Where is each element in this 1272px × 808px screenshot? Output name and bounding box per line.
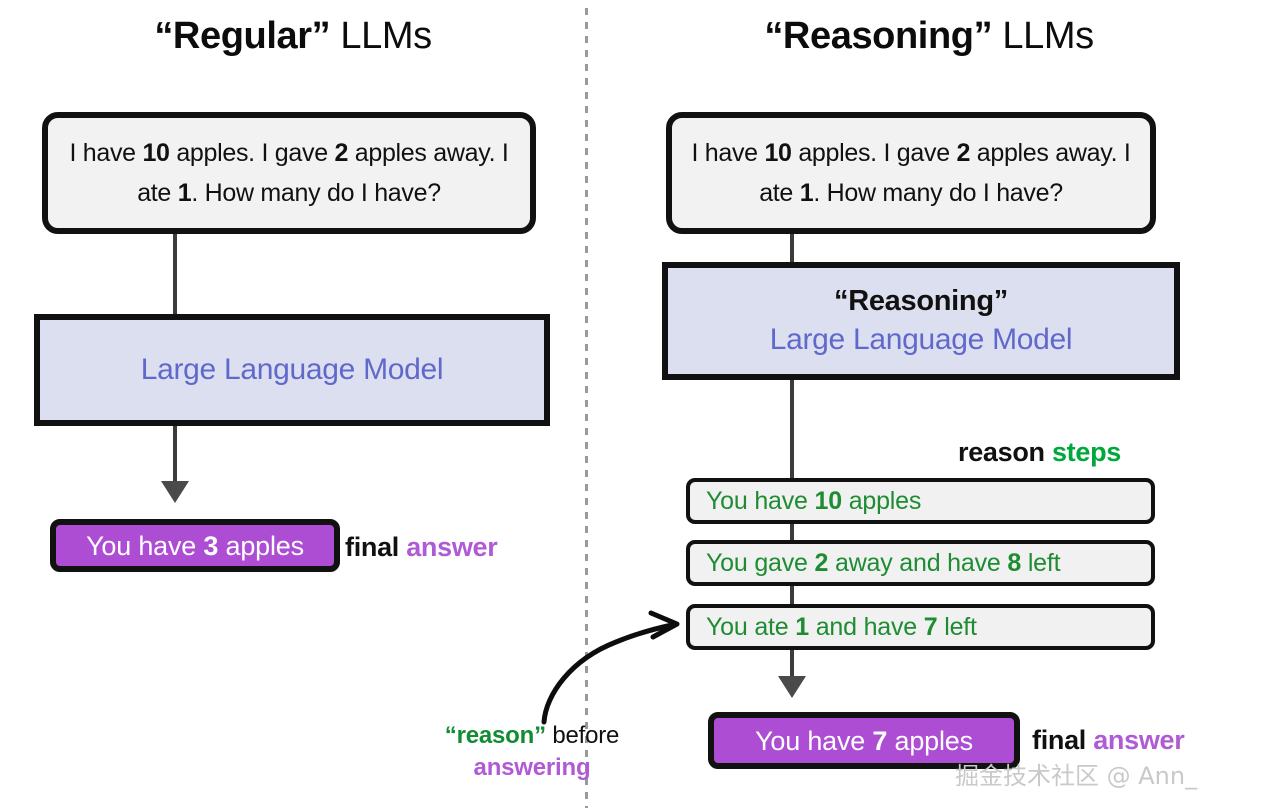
right-answer-box: You have 7 apples	[708, 712, 1020, 769]
left-prompt-text: I have 10 apples. I gave 2 apples away. …	[69, 139, 509, 207]
right-prompt-box: I have 10 apples. I gave 2 apples away. …	[666, 112, 1156, 234]
reasoning-step-2: You gave 2 away and have 8 left	[686, 540, 1155, 586]
reasoning-step-1-text: You have 10 apples	[706, 487, 922, 515]
right-llm-label: Large Language Model	[769, 323, 1073, 356]
right-llm-box: “Reasoning” Large Language Model	[662, 262, 1180, 380]
left-column-title: “Regular” LLMs	[0, 10, 586, 62]
left-title-rest: LLMs	[330, 15, 432, 57]
left-title-quoted: “Regular”	[154, 15, 331, 57]
right-final-word: final	[1032, 725, 1094, 755]
watermark-text: 掘金技术社区 @ Ann_	[955, 762, 1198, 790]
left-prompt-box: I have 10 apples. I gave 2 apples away. …	[42, 112, 536, 234]
left-answer-word: answer	[406, 532, 498, 562]
annotation-before-word: before	[545, 722, 620, 749]
left-llm-label: Large Language Model	[140, 353, 444, 386]
right-prompt-to-llm-line	[790, 234, 794, 264]
right-prompt-text: I have 10 apples. I gave 2 apples away. …	[691, 139, 1131, 207]
steps-word: steps	[1051, 437, 1121, 467]
annotation-reason-word: “reason”	[444, 722, 546, 749]
reason-before-answering-annotation: “reason” before answering	[432, 720, 632, 784]
right-answer-word: answer	[1093, 725, 1185, 755]
left-llm-to-answer-line	[173, 426, 177, 484]
reason-word: reason	[958, 437, 1052, 467]
right-title-rest: LLMs	[992, 15, 1094, 57]
right-title-quoted: “Reasoning”	[764, 15, 993, 57]
left-final-answer-caption: final answer	[345, 531, 498, 563]
reason-steps-caption: reason steps	[958, 436, 1121, 468]
right-answer-text: You have 7 apples	[755, 725, 973, 756]
left-llm-box: Large Language Model	[34, 314, 550, 426]
reasoning-step-3: You ate 1 and have 7 left	[686, 604, 1155, 650]
left-answer-arrow-icon	[161, 481, 189, 503]
left-answer-box: You have 3 apples	[50, 519, 340, 572]
right-final-answer-caption: final answer	[1032, 724, 1185, 756]
right-column-title: “Reasoning” LLMs	[586, 10, 1272, 62]
reasoning-step-1: You have 10 apples	[686, 478, 1155, 524]
left-answer-text: You have 3 apples	[86, 530, 304, 561]
left-prompt-to-llm-line	[173, 234, 177, 314]
left-final-word: final	[345, 532, 407, 562]
reason-callout-arrow-icon	[541, 610, 680, 725]
right-llm-sub-label: “Reasoning”	[834, 285, 1008, 317]
reasoning-step-3-text: You ate 1 and have 7 left	[706, 613, 977, 641]
right-steps-to-answer-line	[790, 650, 794, 680]
right-answer-arrow-icon	[778, 676, 806, 698]
column-divider	[585, 8, 588, 808]
annotation-answering-word: answering	[473, 754, 591, 781]
reasoning-step-2-text: You gave 2 away and have 8 left	[706, 549, 1061, 577]
